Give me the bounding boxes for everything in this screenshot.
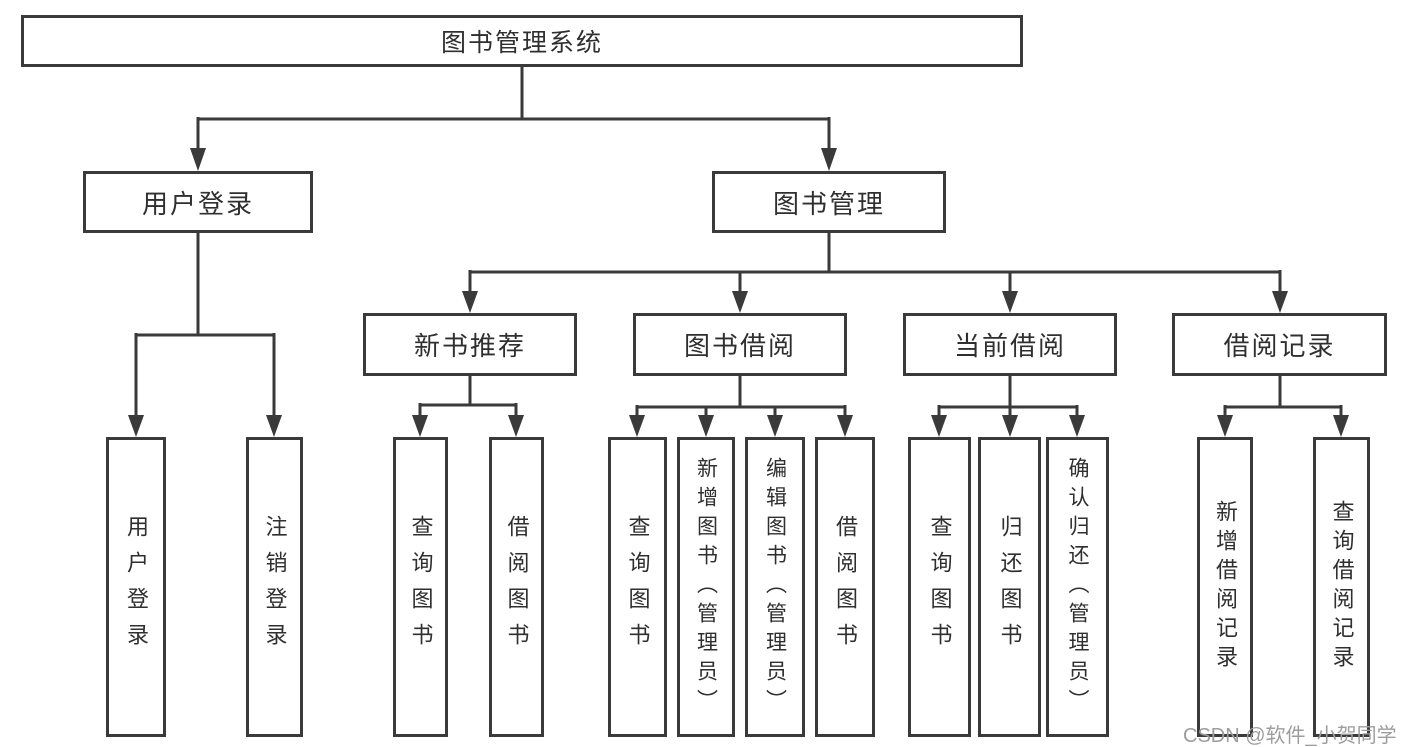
leaf-add-borrow-record: 新增借阅记录: [1197, 437, 1253, 737]
leaf-borrow-books-recommend-label: 借阅图书: [504, 515, 530, 659]
leaf-confirm-return-admin-label: 确认归还（管理员）: [1066, 456, 1089, 718]
leaf-return-books: 归还图书: [978, 437, 1041, 737]
leaf-return-books-label: 归还图书: [997, 515, 1023, 659]
leaf-borrow-books-borrow-label: 借阅图书: [833, 515, 858, 659]
leaf-edit-books-admin-label: 编辑图书（管理员）: [763, 456, 787, 718]
node-borrowing-records: 借阅记录: [1172, 313, 1387, 376]
leaf-logout: 注销登录: [246, 437, 303, 737]
arrowhead-leaf-user-login: [128, 415, 144, 437]
node-root-system: 图书管理系统: [21, 15, 1023, 67]
node-book-management: 图书管理: [712, 171, 946, 233]
csdn-watermark: CSDN @软件_小贺同学: [1183, 725, 1397, 747]
leaf-add-borrow-record-label: 新增借阅记录: [1213, 500, 1238, 674]
leaf-confirm-return-admin: 确认归还（管理员）: [1046, 437, 1109, 737]
leaf-add-books-admin-label: 新增图书（管理员）: [694, 456, 718, 718]
leaf-add-books-admin: 新增图书（管理员）: [677, 437, 735, 737]
leaf-borrow-books-recommend: 借阅图书: [489, 437, 544, 737]
leaf-edit-books-admin: 编辑图书（管理员）: [745, 437, 805, 737]
leaf-logout-label: 注销登录: [262, 515, 288, 659]
arrowhead-user-login: [190, 148, 206, 171]
leaf-user-login-label: 用户登录: [124, 515, 149, 659]
arrowhead-leaf-logout: [266, 415, 282, 437]
leaf-query-books-current-label: 查询图书: [927, 515, 953, 659]
node-user-login: 用户登录: [83, 171, 313, 233]
leaf-query-books-borrow-label: 查询图书: [625, 515, 651, 659]
node-book-borrowing: 图书借阅: [633, 313, 847, 376]
arrowhead-current-borrow: [1002, 291, 1018, 313]
leaf-query-books-current: 查询图书: [908, 437, 971, 737]
arrowhead-book-borrow: [732, 291, 748, 313]
arrowhead-book-management: [821, 148, 837, 171]
arrowhead-new-book: [462, 291, 478, 313]
node-new-book-recommendation: 新书推荐: [363, 313, 577, 376]
arrowhead-borrow-records: [1272, 291, 1288, 313]
leaf-query-books-recommend-label: 查询图书: [408, 515, 434, 659]
leaf-borrow-books-borrow: 借阅图书: [815, 437, 875, 737]
leaf-query-borrow-record: 查询借阅记录: [1313, 437, 1370, 737]
leaf-query-books-recommend: 查询图书: [393, 437, 448, 737]
leaf-user-login: 用户登录: [106, 437, 166, 737]
leaf-query-books-borrow: 查询图书: [608, 437, 667, 737]
leaf-query-borrow-record-label: 查询借阅记录: [1329, 500, 1355, 674]
node-current-borrowing: 当前借阅: [903, 313, 1117, 376]
